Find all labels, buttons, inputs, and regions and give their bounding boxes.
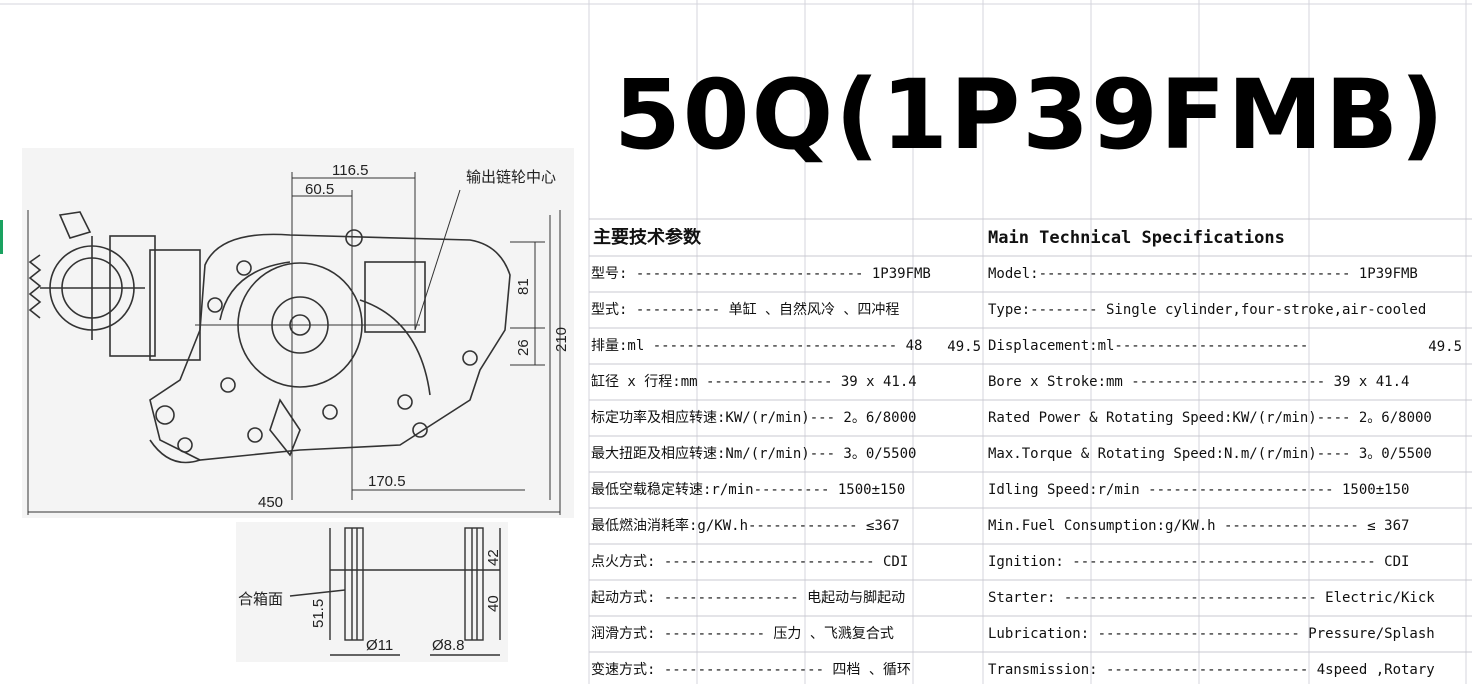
dim-170-5: 170.5 <box>368 473 406 490</box>
spec-row-en: Ignition: ------------------------------… <box>988 554 1410 570</box>
label-box-face: 合箱面 <box>238 591 283 608</box>
spec-row-en: Starter: ------------------------------ … <box>988 590 1435 606</box>
spec-row-en: Min.Fuel Consumption:g/KW.h ------------… <box>988 518 1410 534</box>
spec-row-en: Rated Power & Rotating Speed:KW/(r/min)-… <box>988 410 1432 426</box>
dim-116-5: 116.5 <box>332 162 368 179</box>
spec-row-cn: 排量:ml ----------------------------- 48 <box>591 338 923 354</box>
spec-row-en: Bore x Stroke:mm -----------------------… <box>988 374 1410 390</box>
dim-dia-8-8: Ø8.8 <box>432 637 465 654</box>
spec-row-cn: 最低燃油消耗率:g/KW.h------------- ≤367 <box>591 518 900 534</box>
dim-81: 81 <box>515 278 532 295</box>
spec-row-cn: 缸径 x 行程:mm --------------- 39 x 41.4 <box>591 374 917 390</box>
dim-26: 26 <box>515 339 532 356</box>
spec-row-cn: 最低空载稳定转速:r/min--------- 1500±150 <box>591 482 906 498</box>
model-title: 50Q(1P39FMB) <box>614 59 1446 171</box>
dim-210: 210 <box>553 327 570 352</box>
dim-40: 40 <box>485 595 502 612</box>
cn-displacement-value: 49.5 <box>947 339 981 355</box>
spec-row-en: Transmission: ------------------------ 4… <box>988 662 1435 678</box>
spec-row-en: Lubrication: ------------------------ Pr… <box>988 626 1435 642</box>
spec-row-en: Model:----------------------------------… <box>988 266 1418 282</box>
spec-row-cn: 标定功率及相应转速:KW/(r/min)--- 2。6/8000 <box>591 410 917 426</box>
spec-row-en: Idling Speed:r/min ---------------------… <box>988 482 1410 498</box>
label-sprocket-center: 输出链轮中心 <box>466 169 556 186</box>
spec-row-cn: 型号: --------------------------- 1P39FMB <box>591 266 931 282</box>
spec-row-en: Type:-------- Single cylinder,four-strok… <box>988 302 1427 318</box>
spec-row-en: Max.Torque & Rotating Speed:N.m/(r/min)-… <box>988 446 1432 462</box>
dim-51-5: 51.5 <box>310 599 327 628</box>
engine-drawing: 116.5 60.5 170.5 450 81 26 210 42 40 51.… <box>22 148 574 662</box>
dim-42: 42 <box>485 549 502 566</box>
dim-dia-11: Ø11 <box>366 637 393 654</box>
spec-row-cn: 最大扭距及相应转速:Nm/(r/min)--- 3。0/5500 <box>591 446 917 462</box>
en-spec-header: Main Technical Specifications <box>988 228 1285 248</box>
en-displacement-value: 49.5 <box>1428 339 1462 355</box>
spec-row-cn: 点火方式: ------------------------- CDI <box>591 554 909 570</box>
spec-row-en: Displacement:ml-------------------------… <box>988 338 1306 354</box>
spec-row-cn: 变速方式: ------------------- 四档 、循环 <box>591 662 911 678</box>
spec-row-cn: 润滑方式: ------------ 压力 、飞溅复合式 <box>591 626 894 642</box>
spec-row-cn: 型式: ---------- 单缸 、自然风冷 、四冲程 <box>591 302 900 318</box>
spec-row-cn: 起动方式: ---------------- 电起动与脚起动 <box>591 590 906 606</box>
dim-450: 450 <box>258 494 283 511</box>
cn-spec-header: 主要技术参数 <box>593 228 701 248</box>
dim-60-5: 60.5 <box>305 181 334 198</box>
